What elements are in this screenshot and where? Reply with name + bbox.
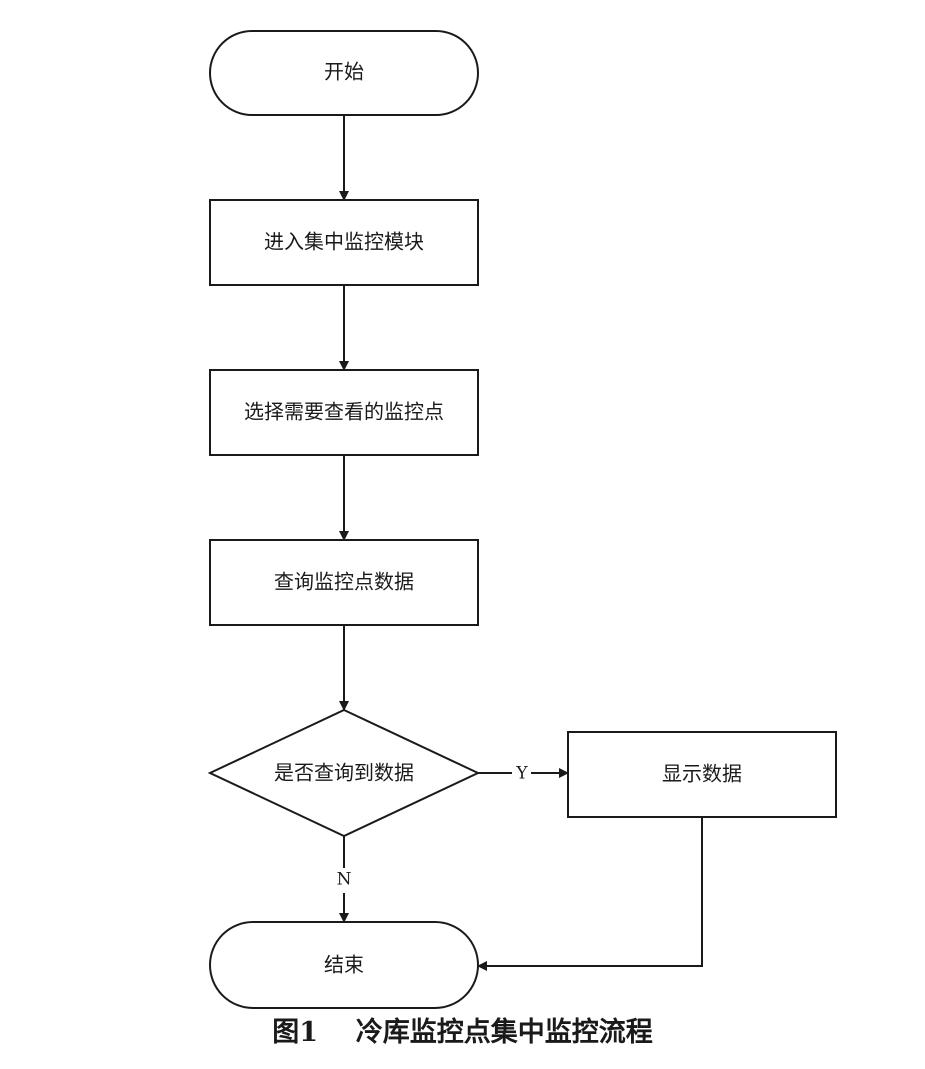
figure-caption: 图1 冷库监控点集中监控流程 [0,1010,925,1049]
figure-number: 图1 [272,1017,319,1048]
yes-label: Y [515,764,528,784]
display-data-label: 显示数据 [662,762,742,786]
enter-module-process [209,199,479,286]
figure-title: 冷库监控点集中监控流程 [355,1017,653,1048]
query-data-label: 查询监控点数据 [274,570,414,594]
select-point-label: 选择需要查看的监控点 [244,400,444,424]
enter-module-label: 进入集中监控模块 [264,230,424,254]
decision-label: 是否查询到数据 [274,761,414,785]
start-label: 开始 [324,60,364,84]
end-terminator [209,921,479,1009]
end-label: 结束 [324,953,364,977]
query-data-process [209,539,479,626]
arrow-display-to-end [477,817,703,971]
no-label: N [337,870,352,890]
